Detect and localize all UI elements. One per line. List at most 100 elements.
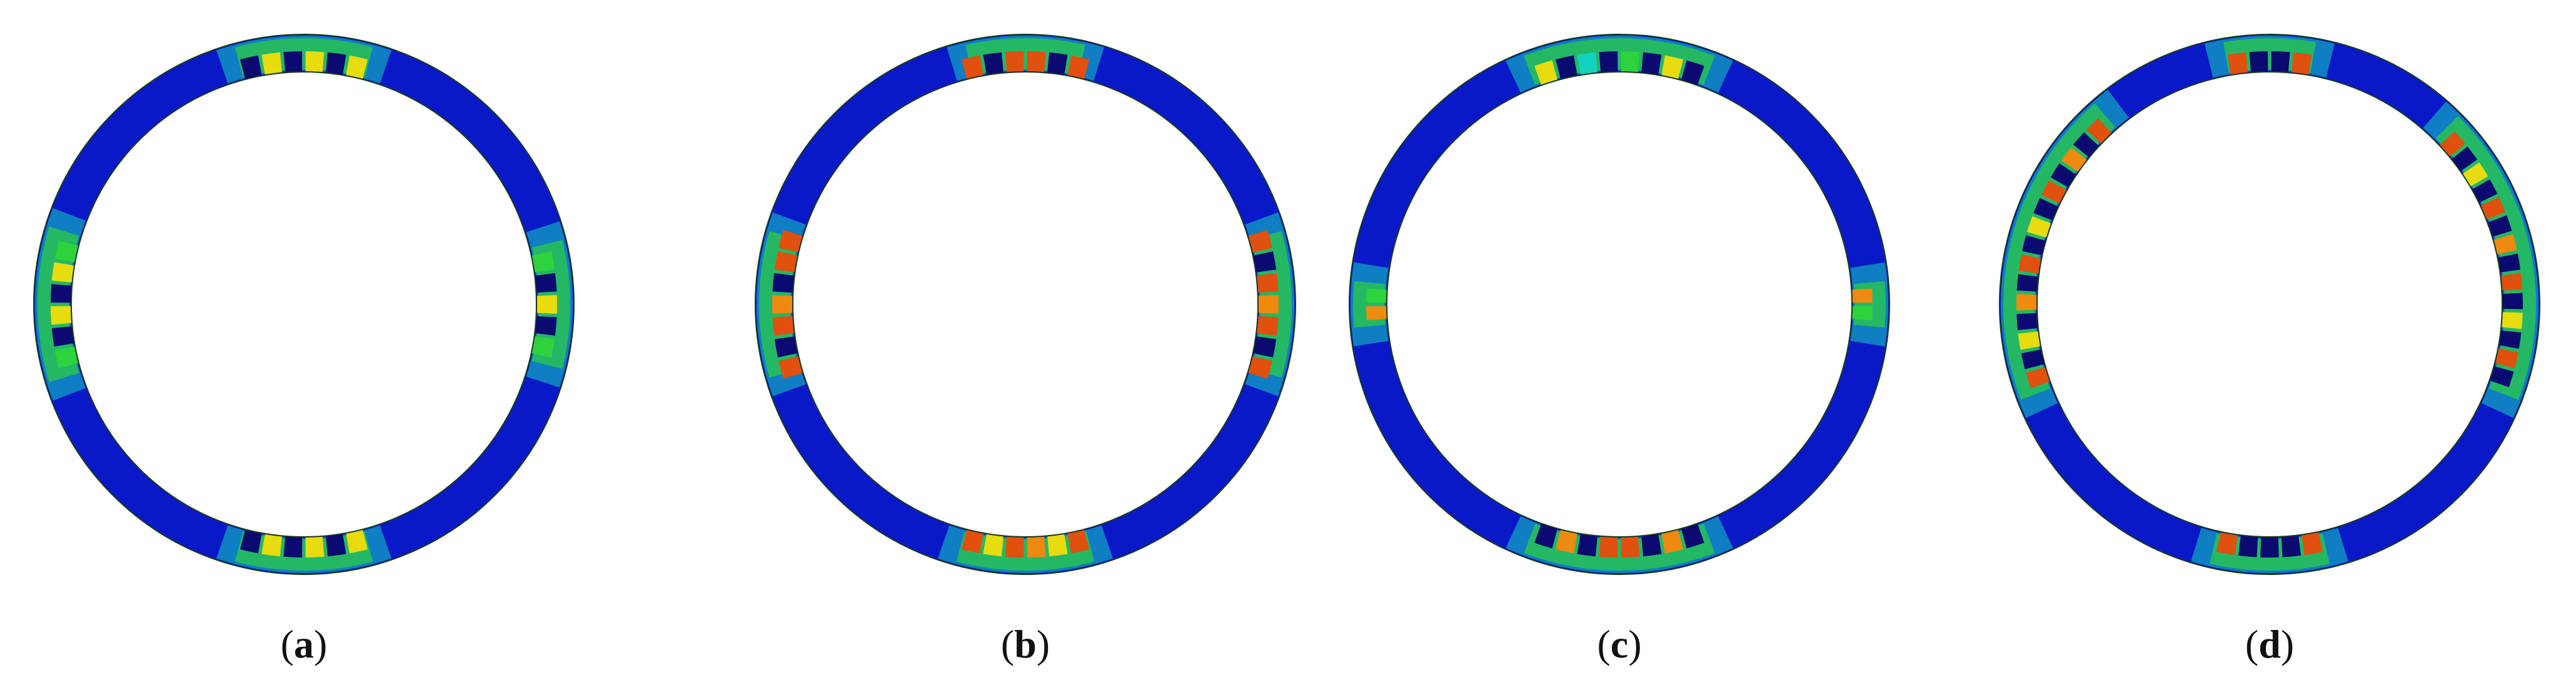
stress-element — [346, 55, 368, 79]
stress-element — [1253, 251, 1277, 272]
stress-element — [51, 306, 72, 325]
stress-element — [2026, 367, 2050, 389]
stress-element — [1258, 295, 1279, 314]
panel-d: (d) — [1999, 34, 2540, 666]
stress-element — [261, 52, 282, 75]
panel-c: (c) — [1349, 34, 1890, 666]
stress-element — [536, 295, 558, 314]
stress-element — [2086, 118, 2112, 144]
stress-element — [531, 336, 555, 358]
stress-element — [1534, 60, 1557, 85]
stress-element — [1555, 55, 1577, 79]
stress-element — [1641, 534, 1662, 557]
ring-inner-edge — [792, 71, 1259, 538]
panel-letter-b: b — [1014, 622, 1037, 666]
ring-inner-edge — [71, 71, 537, 538]
ring-inner-edge — [1386, 71, 1853, 538]
stress-element — [1047, 534, 1068, 557]
stress-element — [51, 284, 72, 303]
panel-label-a: (a) — [281, 622, 328, 666]
stress-element — [54, 346, 79, 369]
stress-element — [2249, 51, 2268, 72]
stress-element — [1005, 51, 1024, 72]
stress-element — [2061, 147, 2087, 172]
stress-element — [2227, 52, 2248, 75]
stress-element — [1534, 524, 1557, 549]
stress-element — [51, 262, 74, 282]
stress-element — [2260, 537, 2279, 558]
ring-outer-edge — [1349, 34, 1890, 575]
ring-inner-edge — [2036, 71, 2503, 538]
panel-label-b: (b) — [1001, 622, 1050, 666]
stress-element — [1067, 55, 1090, 79]
stress-element — [2499, 330, 2522, 349]
stress-element — [54, 240, 79, 262]
stress-element — [2501, 272, 2523, 291]
ring-outer-edge — [33, 34, 575, 575]
stress-element — [2073, 132, 2099, 158]
stress-element — [2216, 532, 2238, 556]
stress-element — [2018, 254, 2041, 274]
stress-element — [2490, 366, 2514, 388]
stress-element — [1661, 55, 1684, 79]
stress-element — [1248, 229, 1272, 252]
stress-element — [983, 52, 1004, 75]
stress-element — [531, 251, 555, 272]
panel-label-d: (d) — [2245, 622, 2294, 666]
stress-element — [2440, 131, 2465, 157]
stress-element — [1027, 536, 1046, 558]
stress-element — [778, 356, 803, 379]
stress-element — [1852, 306, 1873, 321]
stress-zone — [1353, 281, 1386, 328]
stress-element — [2302, 532, 2323, 556]
stress-element — [283, 51, 303, 72]
panel-a: (a) — [33, 34, 575, 666]
ring-outer-edge — [755, 34, 1296, 575]
stress-element — [2498, 253, 2521, 272]
stress-element — [2033, 198, 2058, 221]
stress-element — [326, 52, 346, 75]
ring-base — [755, 34, 1296, 574]
stress-element — [2021, 349, 2045, 369]
stress-element — [2016, 294, 2037, 311]
ring-outer-edge — [1999, 34, 2540, 575]
stress-element — [1621, 536, 1640, 558]
stress-element — [239, 55, 262, 79]
stress-element — [774, 251, 798, 272]
stress-element — [1366, 306, 1387, 321]
stress-element — [305, 536, 325, 558]
stress-element — [1641, 52, 1662, 75]
stress-element — [2018, 331, 2041, 350]
stress-element — [2493, 234, 2517, 254]
stress-zone — [1853, 281, 1886, 328]
stress-element — [51, 326, 74, 347]
stress-element — [778, 229, 803, 252]
stress-element — [261, 534, 282, 557]
ring-d — [1999, 34, 2540, 575]
stress-element — [305, 51, 325, 72]
panel-label-c: (c) — [1597, 622, 1641, 666]
stress-element — [1366, 288, 1387, 303]
stress-element — [2022, 235, 2046, 256]
stress-element — [535, 272, 557, 293]
stress-element — [2452, 146, 2478, 171]
stress-element — [2292, 52, 2312, 75]
stress-element — [2488, 215, 2512, 237]
stress-element — [1257, 272, 1279, 293]
stress-element — [1681, 524, 1704, 549]
stress-element — [346, 529, 368, 554]
stress-element — [2480, 197, 2506, 219]
stress-element — [2026, 216, 2051, 238]
ring-a — [33, 34, 575, 575]
stress-element — [1067, 529, 1090, 554]
stress-element — [1555, 529, 1577, 554]
stress-element — [2050, 163, 2076, 188]
ring-c — [1349, 34, 1890, 575]
stress-element — [1661, 529, 1684, 554]
stress-element — [2462, 162, 2488, 187]
stress-element — [1047, 52, 1068, 75]
ring-base — [34, 34, 574, 574]
panel-letter-a: a — [294, 622, 314, 666]
stress-element — [772, 295, 793, 314]
stress-element — [2041, 180, 2066, 204]
